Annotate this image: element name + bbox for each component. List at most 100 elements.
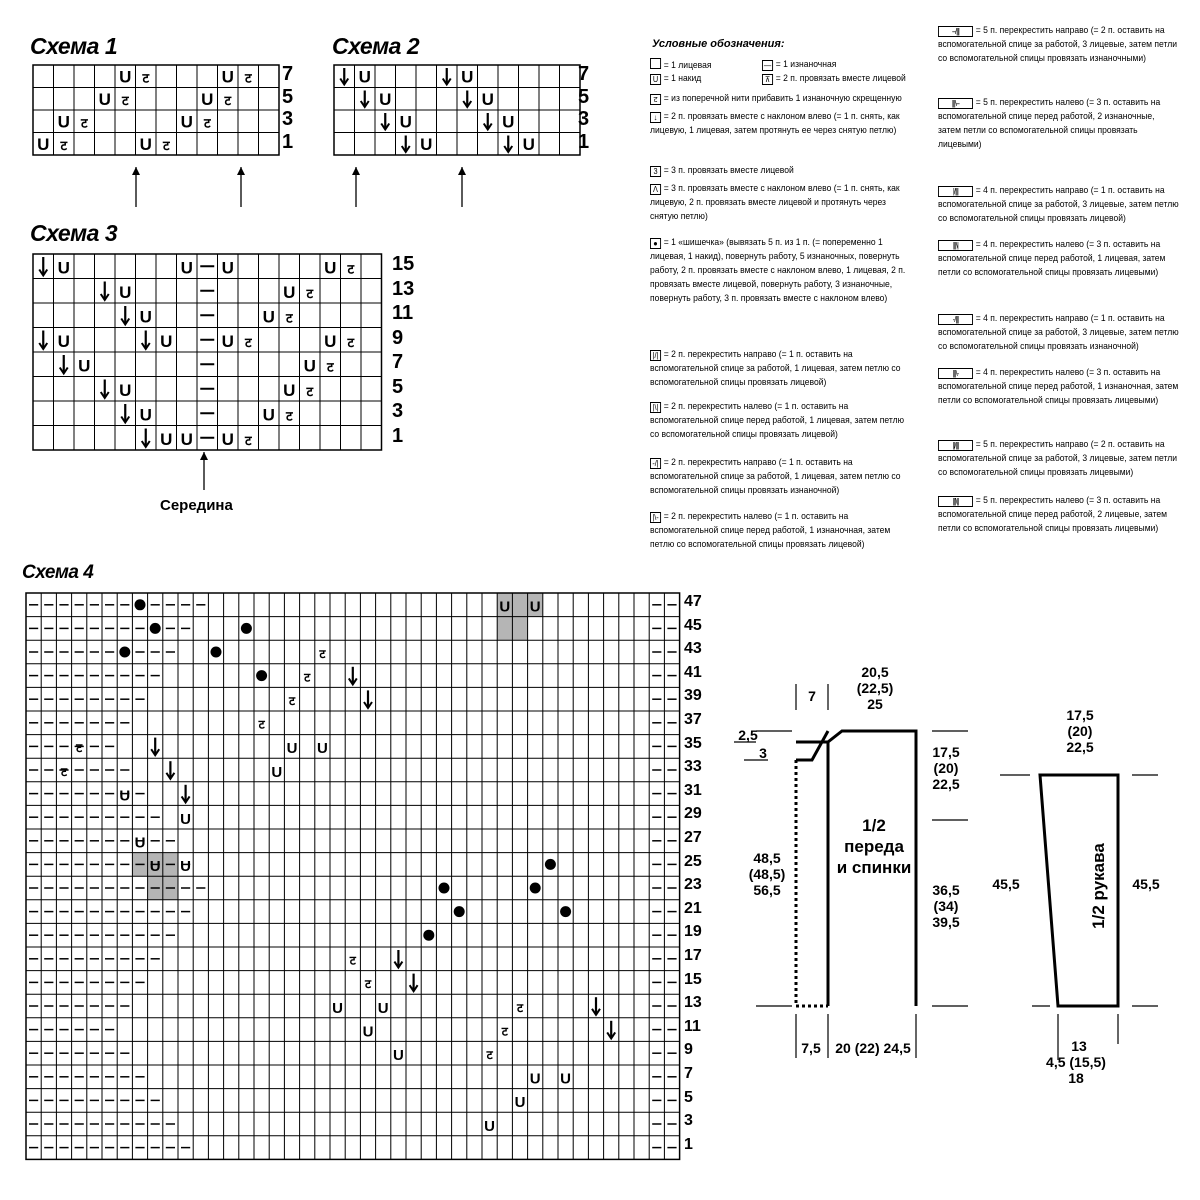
body-bottom-width: 20 (22) 24,5 <box>835 1040 911 1056</box>
yarn-over-symbol: U <box>222 259 234 278</box>
legend-text: = 2 п. провязать вместе с наклоном влево… <box>650 111 900 135</box>
yarn-over-symbol: U <box>304 357 316 376</box>
legend-text: = 3 п. провязать вместе лицевой <box>663 165 794 175</box>
bobble-symbol <box>210 646 222 658</box>
row-number: 27 <box>684 829 702 846</box>
body-side-height: 36,5(34)39,5 <box>932 882 960 930</box>
scheme-3-title: Схема 3 <box>30 220 118 246</box>
yarn-over-symbol: U <box>379 90 391 109</box>
legend-symbol: |\- <box>650 512 662 523</box>
middle-label: Середина <box>160 497 233 514</box>
legend-text: = 4 п. перекрестить налево (= 3 п. остав… <box>938 367 1179 405</box>
increase-symbol: ट <box>516 1001 524 1015</box>
yarn-over-symbol: U <box>420 135 432 154</box>
yarn-over-symbol: U <box>271 764 282 781</box>
yarn-over-symbol: U <box>119 283 131 302</box>
increase-symbol: ट <box>288 694 296 708</box>
row-number: 29 <box>684 805 702 823</box>
increase-symbol: ट <box>318 647 326 661</box>
row-number: 41 <box>684 663 702 681</box>
legend-item: ||/|||= 5 п. перекрестить направо (= 2 п… <box>938 438 1179 480</box>
row-number: 7 <box>684 1065 693 1082</box>
legend-item: -/|||= 4 п. перекрестить направо (= 1 п.… <box>938 312 1179 354</box>
bobble-symbol <box>134 599 146 611</box>
row-number: 5 <box>684 1088 693 1106</box>
scheme-1-title: Схема 1 <box>30 33 118 59</box>
legend-item: -/|= 2 п. перекрестить направо (= 1 п. о… <box>650 456 912 498</box>
legend-item: |||\--= 5 п. перекрестить налево (= 3 п.… <box>938 96 1179 152</box>
row-number: 33 <box>684 758 702 776</box>
increase-symbol: ट <box>486 1048 494 1062</box>
legend-item: U= 1 накид <box>650 72 751 86</box>
yarn-over-symbol: U <box>160 332 172 351</box>
bobble-symbol <box>240 622 252 634</box>
yarn-over-symbol: U <box>482 90 494 109</box>
yarn-over-symbol: U <box>180 858 191 875</box>
row-number: 9 <box>392 326 404 349</box>
row-number: 37 <box>684 711 702 728</box>
yarn-over-symbol: U <box>378 1000 389 1017</box>
legend-item: |||\-= 4 п. перекрестить налево (= 3 п. … <box>938 366 1179 408</box>
row-number: 5 <box>392 375 404 398</box>
increase-symbol: ट <box>203 116 211 131</box>
row-number: 17 <box>684 947 702 964</box>
sleeve-bottom-other: 4,5 (15,5)18 <box>1046 1054 1106 1086</box>
legend-symbol: U <box>650 74 662 85</box>
yarn-over-symbol: U <box>499 599 510 616</box>
row-number: 3 <box>392 400 404 422</box>
legend-item: |||\||= 5 п. перекрестить налево (= 3 п.… <box>938 494 1179 536</box>
legend-item: —= 1 изнаночная <box>762 58 909 72</box>
legend-text: = 4 п. перекрестить направо (= 1 п. оста… <box>938 313 1179 351</box>
legend-item: ⊼= 2 п. провязать вместе лицевой <box>762 72 909 86</box>
increase-symbol: ट <box>244 433 252 448</box>
bobble-symbol <box>453 906 465 918</box>
legend-symbol: |||\-- <box>938 98 973 109</box>
row-number: 15 <box>684 970 702 988</box>
yarn-over-symbol: U <box>324 332 336 351</box>
row-number: 11 <box>392 302 414 324</box>
legend-symbol: |\| <box>650 402 662 413</box>
legend-item: ट= из поперечной нити прибавить 1 изнано… <box>650 92 912 106</box>
yarn-over-symbol: U <box>160 430 172 449</box>
body-bottom-left: 7,5 <box>801 1040 821 1056</box>
legend-symbol: — <box>762 60 774 71</box>
increase-symbol: ट <box>303 670 311 684</box>
legend-text: = 5 п. перекрестить направо (= 2 п. оста… <box>938 25 1177 63</box>
legend-symbol: ट <box>650 94 662 105</box>
legend-text: = 1 «шишечка» (вывязать 5 п. из 1 п. (= … <box>650 237 906 303</box>
increase-symbol: ट <box>305 384 313 399</box>
increase-symbol: ट <box>60 765 68 779</box>
yarn-over-symbol: U <box>99 90 111 109</box>
bobble-symbol <box>119 646 131 658</box>
yarn-over-symbol: U <box>78 357 90 376</box>
bobble-symbol <box>256 670 268 682</box>
increase-symbol: ट <box>349 954 357 968</box>
yarn-over-symbol: U <box>461 68 473 87</box>
legend-text: = 3 п. провязать вместе с наклоном влево… <box>650 183 900 221</box>
yarn-over-symbol: U <box>263 406 275 425</box>
row-number: 47 <box>684 593 702 610</box>
yarn-over-symbol: U <box>560 1071 571 1088</box>
legend-item: |\-= 2 п. перекрестить налево (= 1 п. ос… <box>650 510 912 552</box>
row-number: 7 <box>392 351 404 373</box>
legend-item: --/|||= 5 п. перекрестить направо (= 2 п… <box>938 24 1179 66</box>
yarn-over-symbol: U <box>58 113 70 132</box>
legend-symbol: |/||| <box>938 186 973 197</box>
yarn-over-symbol: U <box>523 135 535 154</box>
yarn-over-symbol: U <box>181 113 193 132</box>
increase-symbol: ट <box>162 138 170 153</box>
bobble-symbol <box>544 858 556 870</box>
row-number: 43 <box>684 640 702 658</box>
neck-line <box>796 730 830 762</box>
yarn-over-symbol: U <box>530 1071 541 1088</box>
increase-symbol: ट <box>244 335 252 350</box>
row-number: 11 <box>684 1017 701 1035</box>
shaded-cell <box>512 593 528 617</box>
shaded-cell <box>497 593 513 617</box>
increase-symbol: ट <box>121 93 129 108</box>
increase-symbol: ट <box>346 262 354 277</box>
row-number: 19 <box>684 923 702 941</box>
bobble-symbol <box>438 882 450 894</box>
increase-symbol: ट <box>285 311 293 326</box>
